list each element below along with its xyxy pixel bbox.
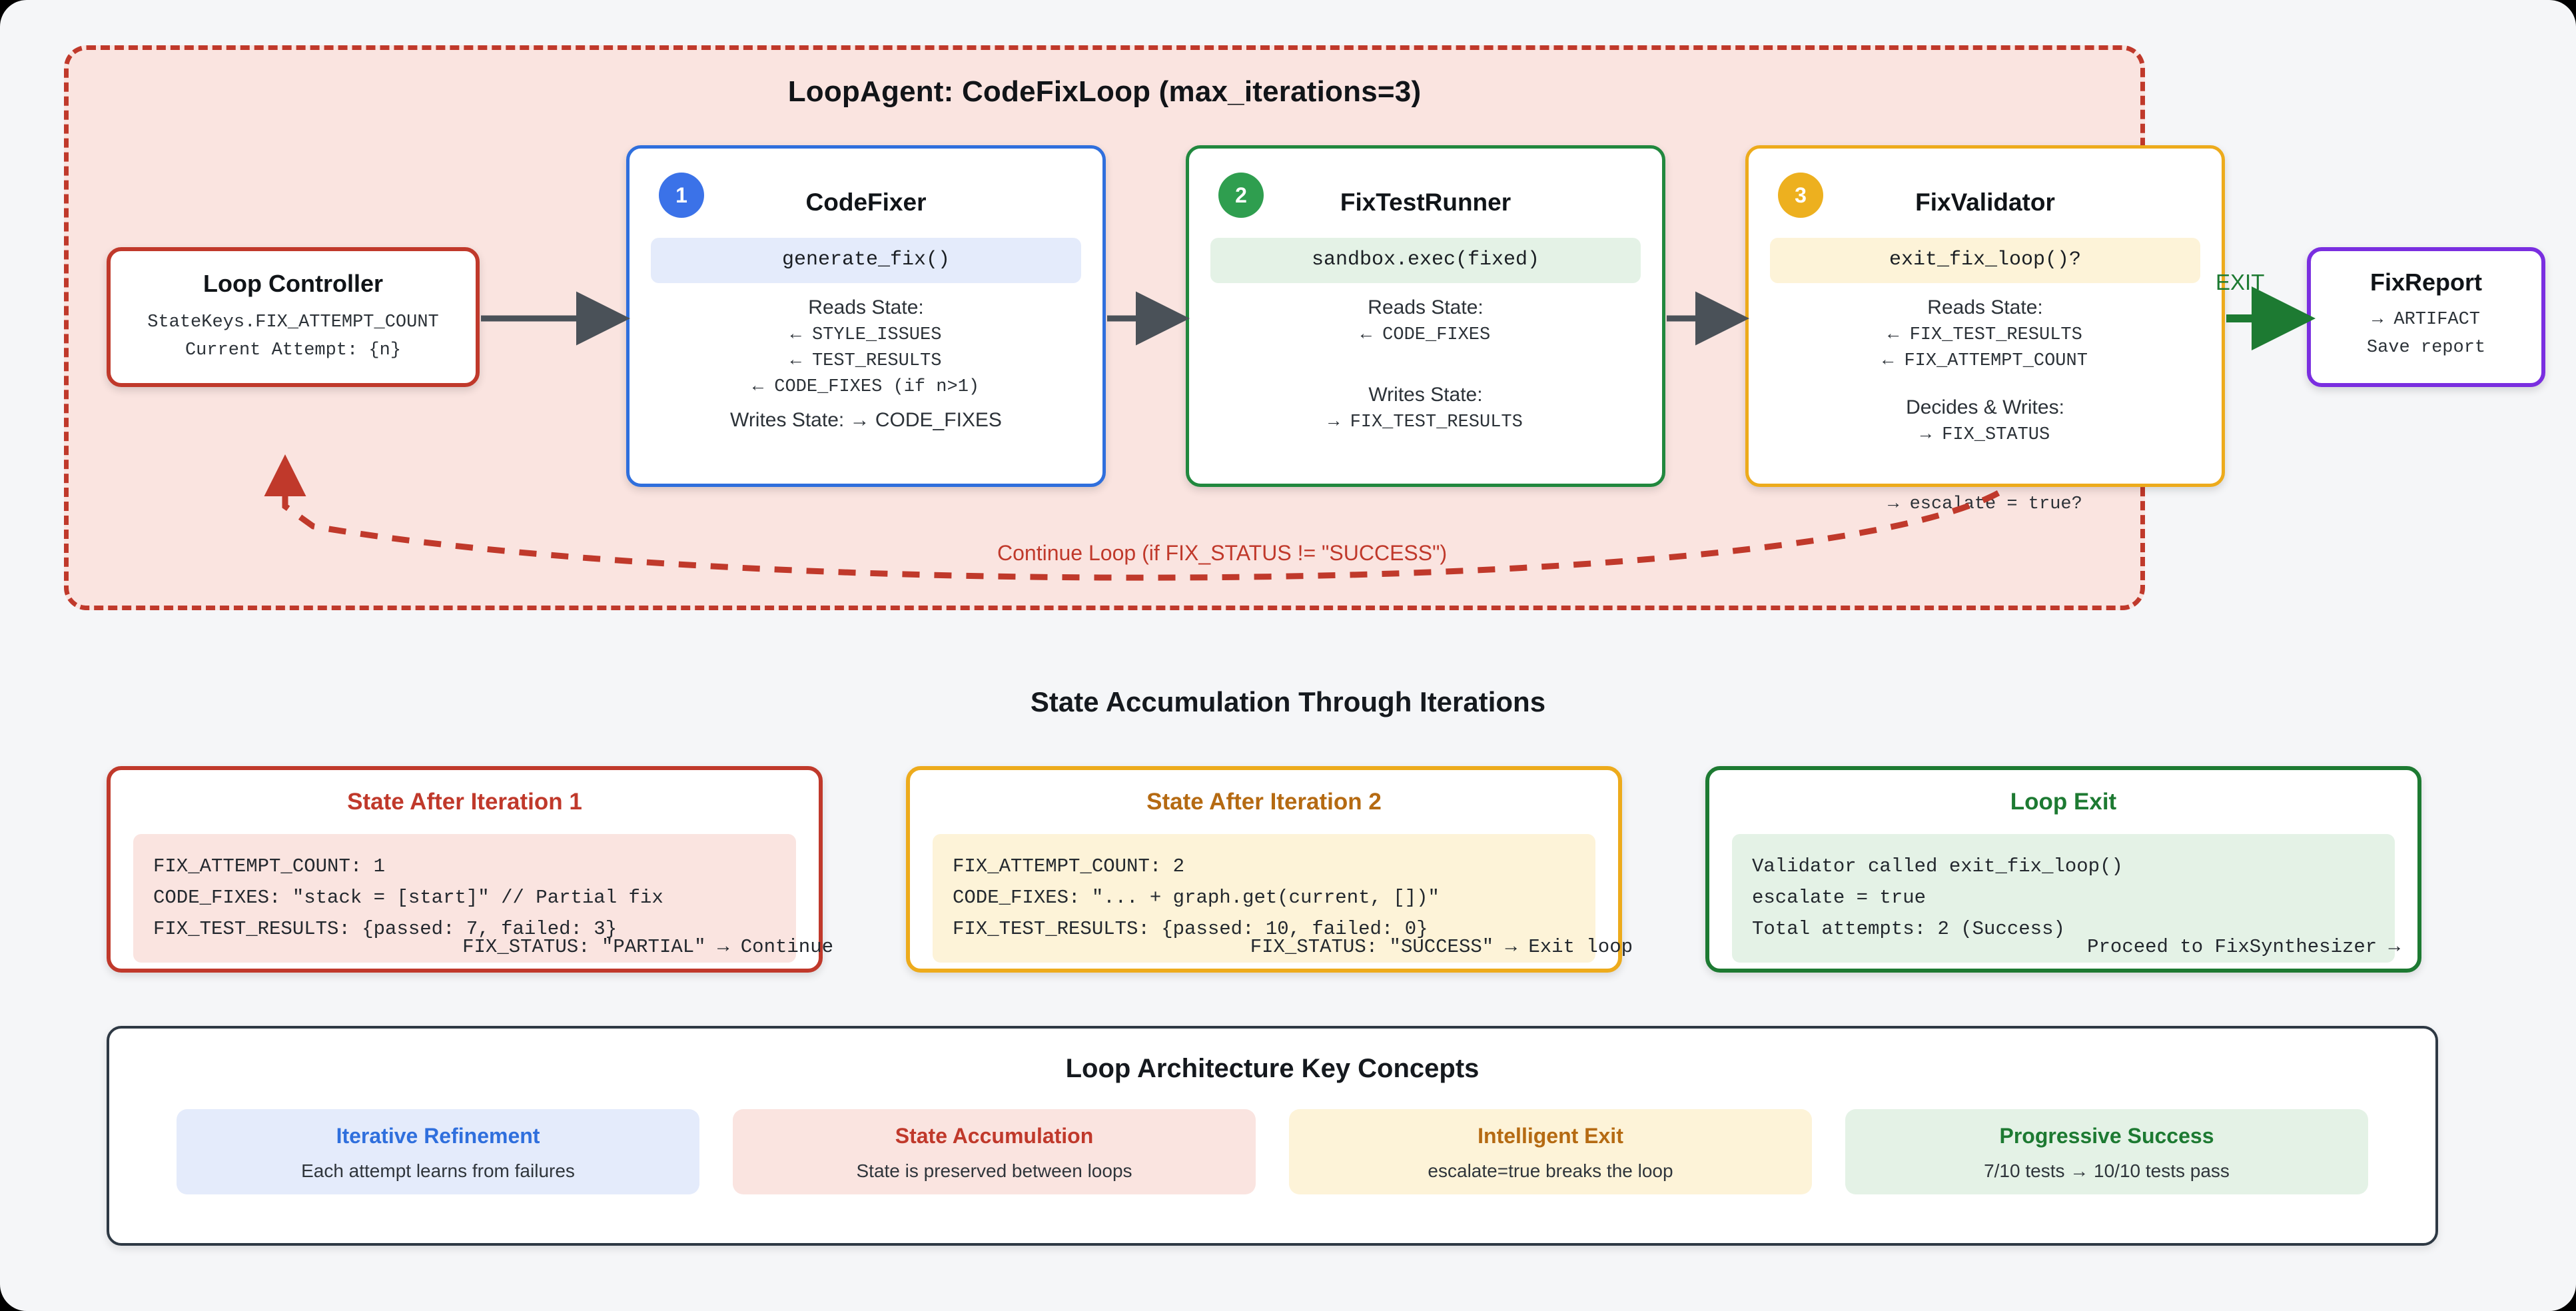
key-concepts-title: Loop Architecture Key Concepts [1065, 1054, 1480, 1083]
state-card-1-line-3: FIX_TEST_RESULTS: {passed: 7, failed: 3} [153, 917, 618, 940]
state-card-1-footer: FIX_STATUS: "PARTIAL" → Continue [462, 936, 833, 958]
fixreport-title: FixReport [2369, 268, 2482, 296]
fixvalidator-read-1: ← FIX_TEST_RESULTS [1888, 325, 2082, 345]
kc-3-sub: escalate=true breaks the loop [1428, 1160, 1673, 1181]
loop-controller-state-key: StateKeys.FIX_ATTEMPT_COUNT [147, 312, 439, 332]
state-card-iteration-1[interactable]: State After Iteration 1 FIX_ATTEMPT_COUN… [107, 766, 833, 973]
state-card-3-footer: Proceed to FixSynthesizer → [2087, 936, 2400, 958]
state-card-3-line-1: Validator called exit_fix_loop() [1752, 855, 2123, 877]
state-card-3-line-2: escalate = true [1752, 886, 1927, 909]
state-card-1-body: FIX_ATTEMPT_COUNT: 1 CODE_FIXES: "stack … [133, 834, 796, 963]
fixtestrunner-title: FixTestRunner [1340, 189, 1511, 216]
state-card-2-title: State After Iteration 2 [1146, 789, 1382, 815]
kc-2-sub: State is preserved between loops [856, 1160, 1132, 1181]
codefixer-title: CodeFixer [805, 189, 927, 216]
fixreport-artifact: → ARTIFACT [2371, 310, 2481, 330]
codefixer-reads-label: Reads State: [808, 296, 924, 318]
node-fixreport[interactable]: FixReport → ARTIFACT Save report [2307, 247, 2545, 387]
section-heading-state-accumulation: State Accumulation Through Iterations [1030, 686, 1546, 717]
fixreport-save: Save report [2366, 338, 2486, 358]
state-card-1-title: State After Iteration 1 [347, 789, 582, 815]
fixtestrunner-reads-label: Reads State: [1368, 296, 1484, 318]
step-badge-1: 1 [659, 173, 704, 218]
node-codefixer[interactable]: 1 CodeFixer generate_fix() Reads State: … [626, 145, 1106, 487]
step-badge-2: 2 [1218, 173, 1264, 218]
kc-4-title: Progressive Success [1999, 1124, 2214, 1148]
codefixer-read-2: ← TEST_RESULTS [790, 351, 942, 371]
key-concept-state-accumulation[interactable]: State Accumulation State is preserved be… [733, 1109, 1256, 1194]
fixvalidator-reads-label: Reads State: [1927, 296, 2043, 318]
fixvalidator-write-1: → FIX_STATUS [1920, 425, 2050, 445]
node-fixvalidator[interactable]: 3 FixValidator exit_fix_loop()? Reads St… [1745, 145, 2225, 514]
codefixer-writes: Writes State: → CODE_FIXES [730, 409, 1002, 431]
key-concepts-row: Iterative Refinement Each attempt learns… [109, 1109, 2435, 1194]
codefixer-read-1: ← STYLE_ISSUES [790, 325, 942, 345]
kc-3-title: Intelligent Exit [1478, 1124, 1623, 1148]
state-card-1-line-1: FIX_ATTEMPT_COUNT: 1 [153, 855, 386, 877]
loop-agent-title: LoopAgent: CodeFixLoop (max_iterations=3… [787, 75, 1422, 108]
key-concepts-panel: Loop Architecture Key Concepts Iterative… [107, 1026, 2438, 1246]
fixvalidator-title: FixValidator [1915, 189, 2055, 216]
state-card-3-body: Validator called exit_fix_loop() escalat… [1732, 834, 2395, 963]
kc-1-sub: Each attempt learns from failures [301, 1160, 575, 1181]
state-card-1-line-2: CODE_FIXES: "stack = [start]" // Partial… [153, 886, 663, 909]
node-fixtestrunner[interactable]: 2 FixTestRunner sandbox.exec(fixed) Read… [1186, 145, 1665, 487]
loop-controller-title: Loop Controller [203, 270, 383, 297]
state-card-2-line-2: CODE_FIXES: "... + graph.get(current, []… [953, 886, 1440, 909]
continue-loop-label: Continue Loop (if FIX_STATUS != "SUCCESS… [997, 541, 1448, 565]
fixtestrunner-method: sandbox.exec(fixed) [1210, 238, 1641, 283]
kc-4-sub: 7/10 tests → 10/10 tests pass [1984, 1160, 2230, 1181]
fixtestrunner-write-1: → FIX_TEST_RESULTS [1328, 412, 1523, 432]
state-card-iteration-2[interactable]: State After Iteration 2 FIX_ATTEMPT_COUN… [906, 766, 1633, 973]
step-badge-3: 3 [1778, 173, 1823, 218]
loop-controller-attempt: Current Attempt: {n} [185, 340, 402, 360]
key-concept-iterative-refinement[interactable]: Iterative Refinement Each attempt learns… [177, 1109, 699, 1194]
state-card-2-line-1: FIX_ATTEMPT_COUNT: 2 [953, 855, 1185, 877]
key-concept-intelligent-exit[interactable]: Intelligent Exit escalate=true breaks th… [1289, 1109, 1812, 1194]
fixvalidator-method: exit_fix_loop()? [1770, 238, 2200, 283]
fixtestrunner-writes-label: Writes State: [1368, 384, 1483, 406]
fixtestrunner-read-1: ← CODE_FIXES [1360, 325, 1491, 345]
state-card-3-line-3: Total attempts: 2 (Success) [1752, 917, 2065, 940]
codefixer-method: generate_fix() [651, 238, 1081, 283]
kc-2-title: State Accumulation [895, 1124, 1094, 1148]
state-card-3-title: Loop Exit [2010, 789, 2117, 815]
codefixer-read-3: ← CODE_FIXES (if n>1) [752, 377, 980, 397]
kc-1-title: Iterative Refinement [336, 1124, 540, 1148]
state-card-2-footer: FIX_STATUS: "SUCCESS" → Exit loop [1250, 936, 1633, 958]
exit-label: EXIT [2216, 270, 2265, 294]
fixvalidator-escalate: → escalate = true? [1888, 494, 2082, 514]
state-card-2-line-3: FIX_TEST_RESULTS: {passed: 10, failed: 0… [953, 917, 1428, 940]
node-loop-controller[interactable]: Loop Controller StateKeys.FIX_ATTEMPT_CO… [107, 247, 480, 387]
fixvalidator-writes-label: Decides & Writes: [1906, 396, 2064, 418]
key-concept-progressive-success[interactable]: Progressive Success 7/10 tests → 10/10 t… [1845, 1109, 2368, 1194]
fixvalidator-read-2: ← FIX_ATTEMPT_COUNT [1883, 351, 2088, 371]
state-card-loop-exit[interactable]: Loop Exit Validator called exit_fix_loop… [1705, 766, 2421, 973]
state-card-2-body: FIX_ATTEMPT_COUNT: 2 CODE_FIXES: "... + … [933, 834, 1595, 963]
